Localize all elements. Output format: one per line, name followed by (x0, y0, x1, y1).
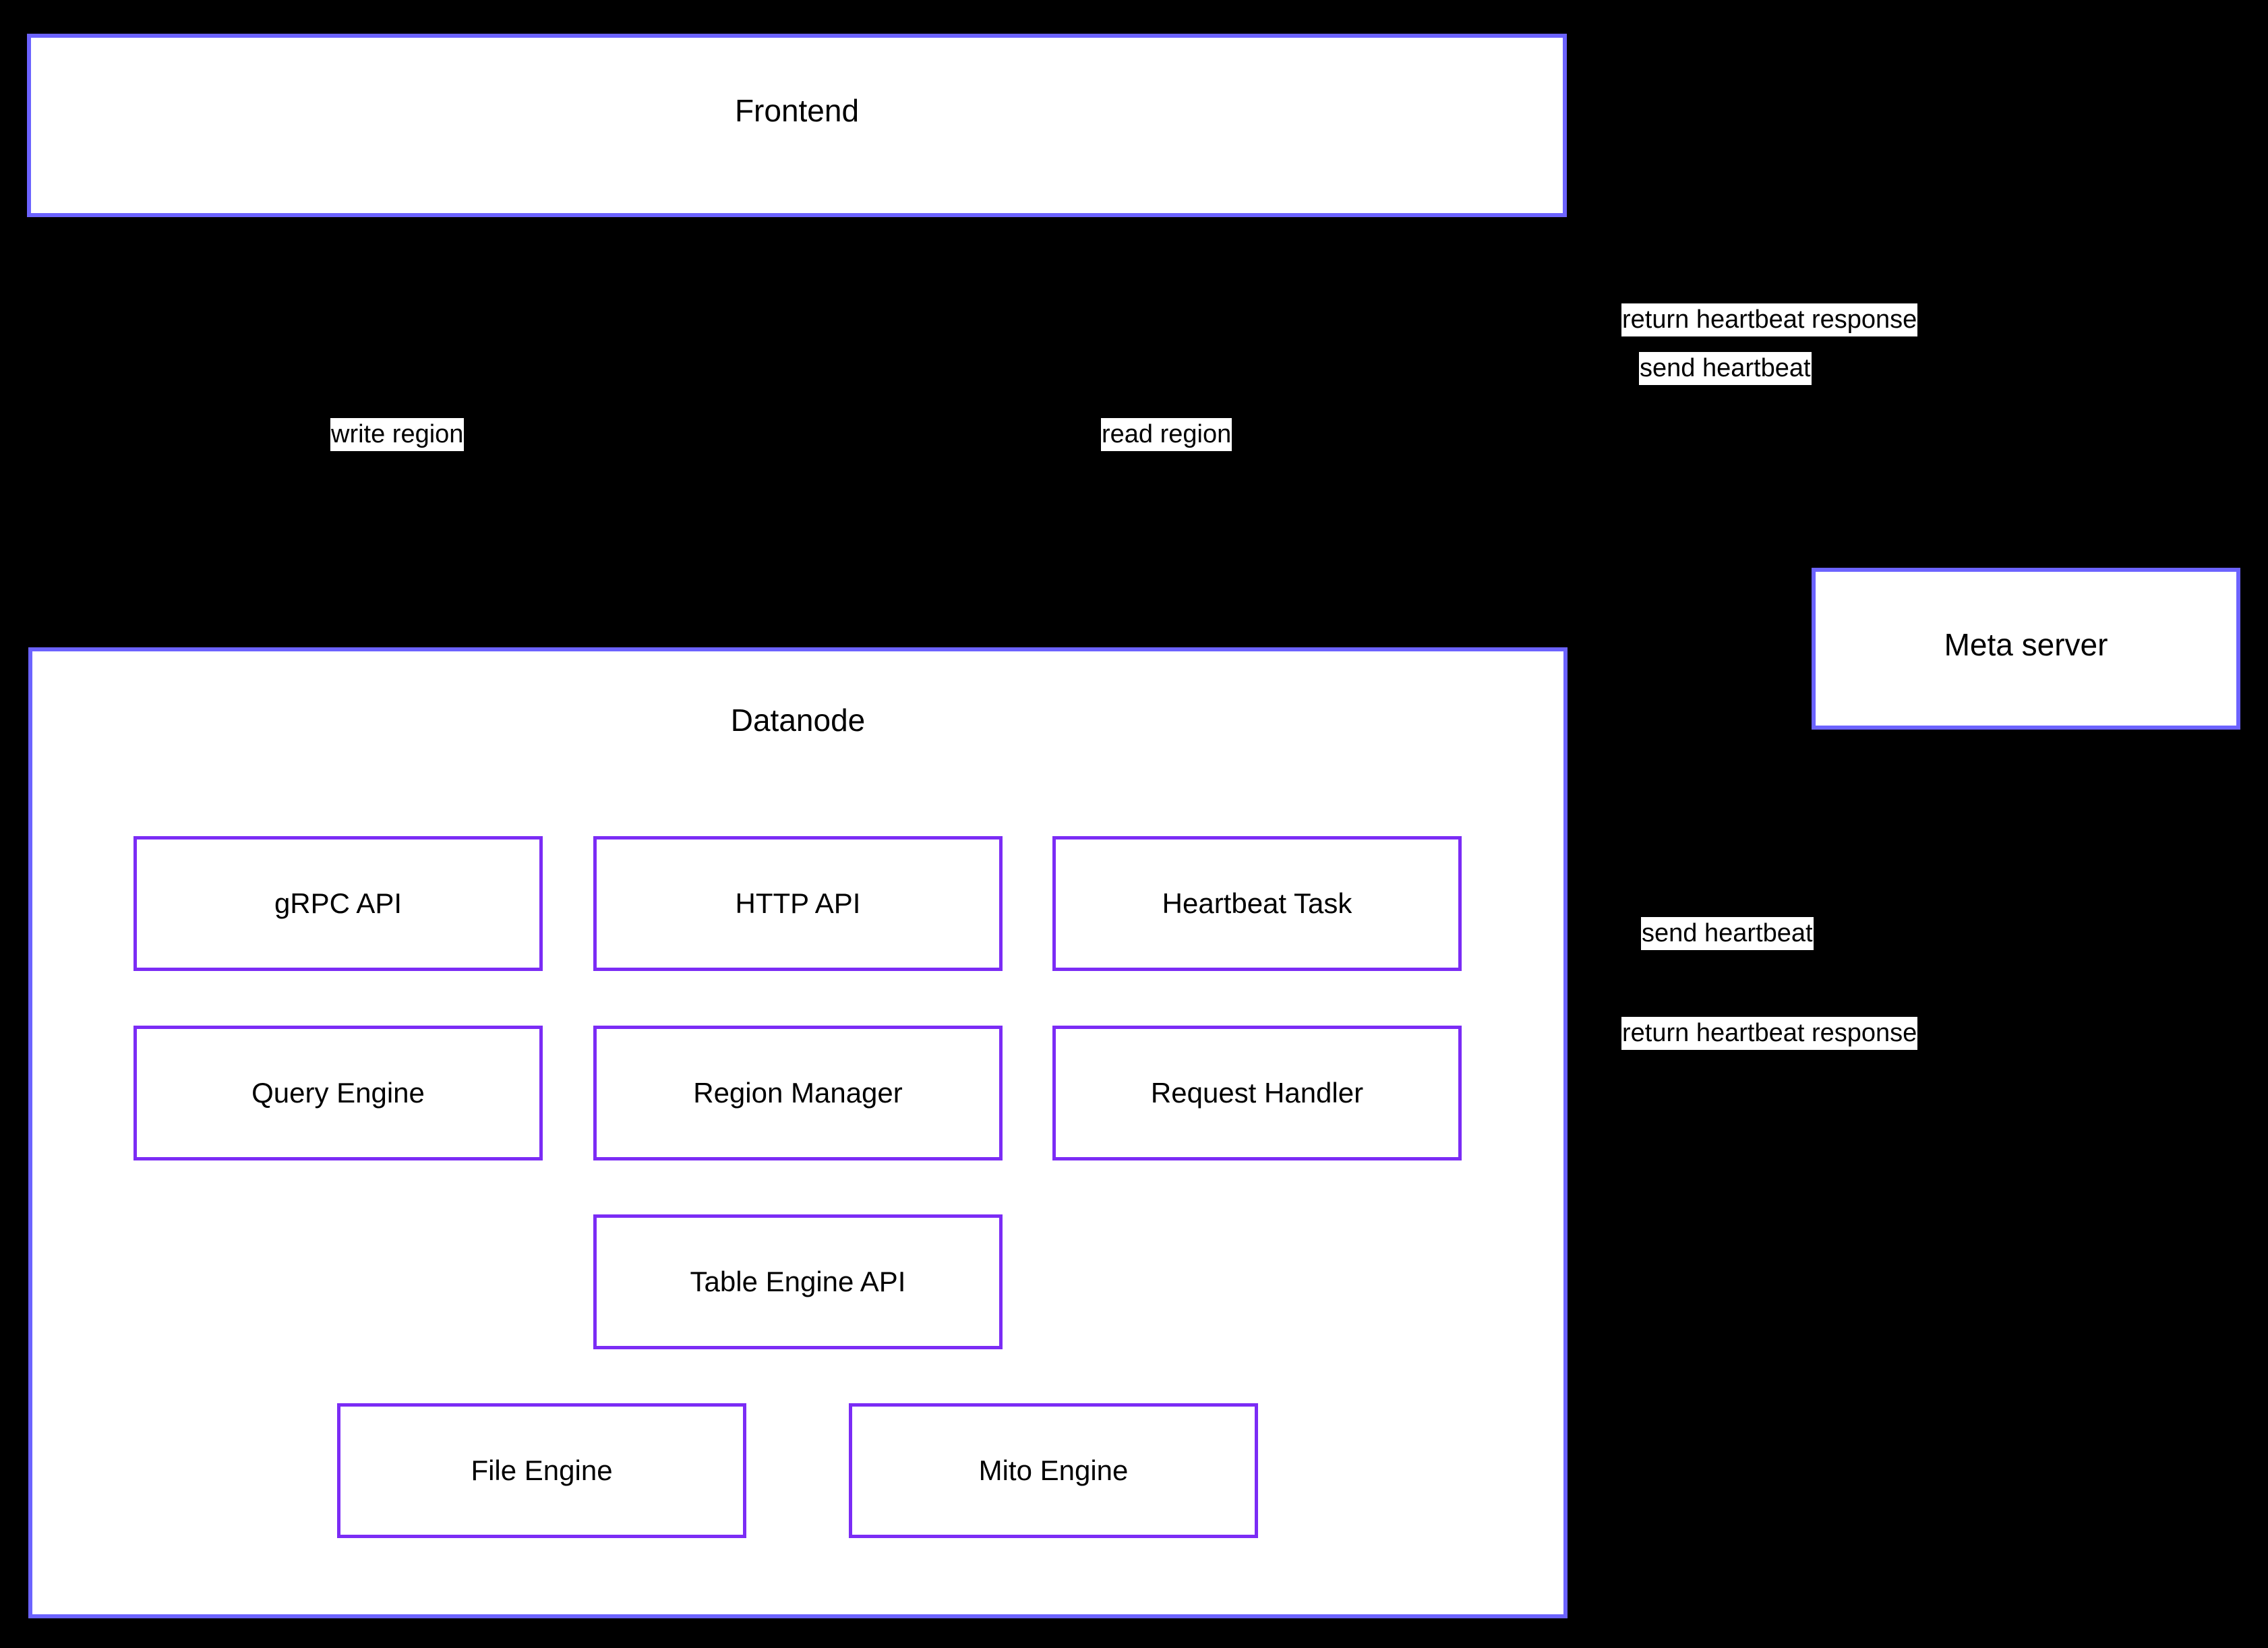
node-file-engine-label: File Engine (471, 1454, 613, 1486)
node-file-engine[interactable]: File Engine (337, 1403, 746, 1538)
node-http-api-label: HTTP API (735, 887, 861, 919)
node-frontend-label: Frontend (734, 93, 860, 128)
node-mito-engine-label: Mito Engine (978, 1454, 1129, 1486)
node-grpc-api[interactable]: gRPC API (133, 836, 543, 971)
node-query-engine[interactable]: Query Engine (133, 1026, 543, 1160)
node-table-engine-api-label: Table Engine API (690, 1265, 906, 1297)
node-query-engine-label: Query Engine (251, 1076, 425, 1109)
node-datanode-label: Datanode (730, 703, 866, 738)
node-request-handler-label: Request Handler (1150, 1076, 1364, 1109)
node-heartbeat-task[interactable]: Heartbeat Task (1052, 836, 1462, 971)
node-region-manager[interactable]: Region Manager (593, 1026, 1003, 1160)
edge-label-meta-return-heartbeat-response: return heartbeat response (1621, 303, 1918, 336)
node-heartbeat-task-label: Heartbeat Task (1162, 887, 1352, 919)
node-frontend[interactable]: Frontend (27, 34, 1567, 217)
edge-datanode-send-heartbeat (1567, 730, 1904, 918)
node-region-manager-label: Region Manager (693, 1076, 903, 1109)
edge-label-write-region: write region (330, 418, 465, 451)
node-meta-server-label: Meta server (1944, 627, 2108, 662)
edge-label-meta-send-heartbeat: send heartbeat (1639, 352, 1812, 385)
edge-label-datanode-return-heartbeat-response: return heartbeat response (1621, 1017, 1918, 1050)
node-grpc-api-label: gRPC API (274, 887, 402, 919)
edge-label-datanode-send-heartbeat: send heartbeat (1641, 917, 1814, 950)
node-mito-engine[interactable]: Mito Engine (849, 1403, 1258, 1538)
node-http-api[interactable]: HTTP API (593, 836, 1003, 971)
edge-label-read-region: read region (1101, 418, 1232, 451)
node-meta-server[interactable]: Meta server (1812, 568, 2240, 730)
node-request-handler[interactable]: Request Handler (1052, 1026, 1462, 1160)
node-table-engine-api[interactable]: Table Engine API (593, 1214, 1003, 1349)
